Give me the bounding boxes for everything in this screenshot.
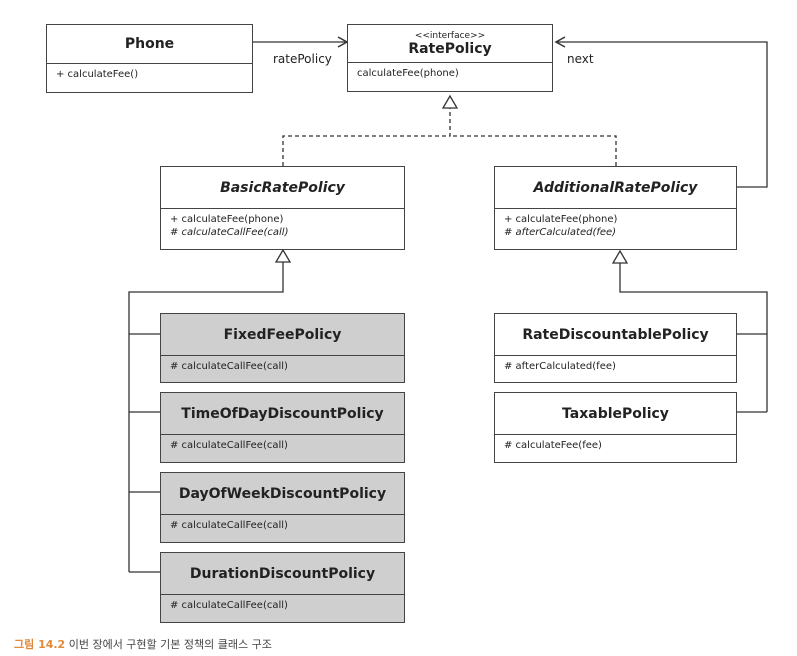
figure-caption: 그림 14.2 이번 장에서 구현할 기본 정책의 클래스 구조: [14, 636, 272, 652]
operation: + calculateFee(): [56, 69, 139, 80]
class-name: RateDiscountablePolicy: [522, 326, 709, 343]
class-name: TaxablePolicy: [562, 405, 669, 422]
class-name: Phone: [124, 36, 175, 52]
operation: # afterCalculated(fee): [504, 361, 616, 372]
class-name: FixedFeePolicy: [223, 326, 342, 343]
operation: # calculateCallFee(call): [170, 520, 288, 531]
generalization-triangle-icon: [611, 249, 629, 264]
class-day-of-week-discount-policy: DayOfWeekDiscountPolicy # calculateCallF…: [160, 472, 405, 543]
class-duration-discount-policy: DurationDiscountPolicy # calculateCallFe…: [160, 552, 405, 623]
class-taxable-policy: TaxablePolicy # calculateFee(fee): [494, 392, 737, 463]
edge-additional-next: [554, 36, 768, 188]
class-name: TimeOfDayDiscountPolicy: [181, 405, 384, 422]
association-label-ratepolicy: ratePolicy: [273, 52, 332, 66]
stereotype-label: <<interface>>: [414, 30, 486, 41]
class-basic-rate-policy: BasicRatePolicy + calculateFee(phone) # …: [160, 166, 405, 250]
class-name: DayOfWeekDiscountPolicy: [178, 485, 387, 502]
interface-rate-policy: <<interface>> RatePolicy calculateFee(ph…: [347, 24, 553, 92]
edge-basic-children: [128, 262, 284, 572]
edge-additional-realizes: [450, 135, 617, 166]
class-name: DurationDiscountPolicy: [189, 565, 376, 582]
generalization-triangle-icon: [274, 248, 292, 263]
class-phone: Phone + calculateFee(): [46, 24, 253, 93]
generalization-triangle-icon: [441, 94, 459, 109]
operation: # calculateCallFee(call): [170, 440, 288, 451]
class-time-of-day-discount-policy: TimeOfDayDiscountPolicy # calculateCallF…: [160, 392, 405, 463]
class-rate-discountable-policy: RateDiscountablePolicy # afterCalculated…: [494, 313, 737, 383]
operation: + calculateFee(phone): [170, 214, 284, 225]
operation: + calculateFee(phone): [504, 214, 618, 225]
operation: # afterCalculated(fee): [504, 227, 617, 238]
class-name: RatePolicy: [408, 40, 492, 57]
operation: # calculateCallFee(call): [170, 600, 288, 611]
edge-additional-children: [619, 263, 768, 412]
operation: # calculateCallFee(call): [170, 227, 289, 238]
figure-number: 그림 14.2: [14, 638, 66, 651]
class-name: BasicRatePolicy: [220, 179, 345, 196]
edge-basic-realizes: [282, 108, 451, 166]
operation: # calculateFee(fee): [504, 440, 602, 451]
operation: calculateFee(phone): [357, 68, 459, 79]
association-label-next: next: [567, 52, 594, 66]
class-additional-rate-policy: AdditionalRatePolicy + calculateFee(phon…: [494, 166, 737, 250]
figure-caption-text: 이번 장에서 구현할 기본 정책의 클래스 구조: [68, 638, 272, 651]
class-name: AdditionalRatePolicy: [533, 179, 698, 196]
class-fixed-fee-policy: FixedFeePolicy # calculateCallFee(call): [160, 313, 405, 383]
operation: # calculateCallFee(call): [170, 361, 288, 372]
